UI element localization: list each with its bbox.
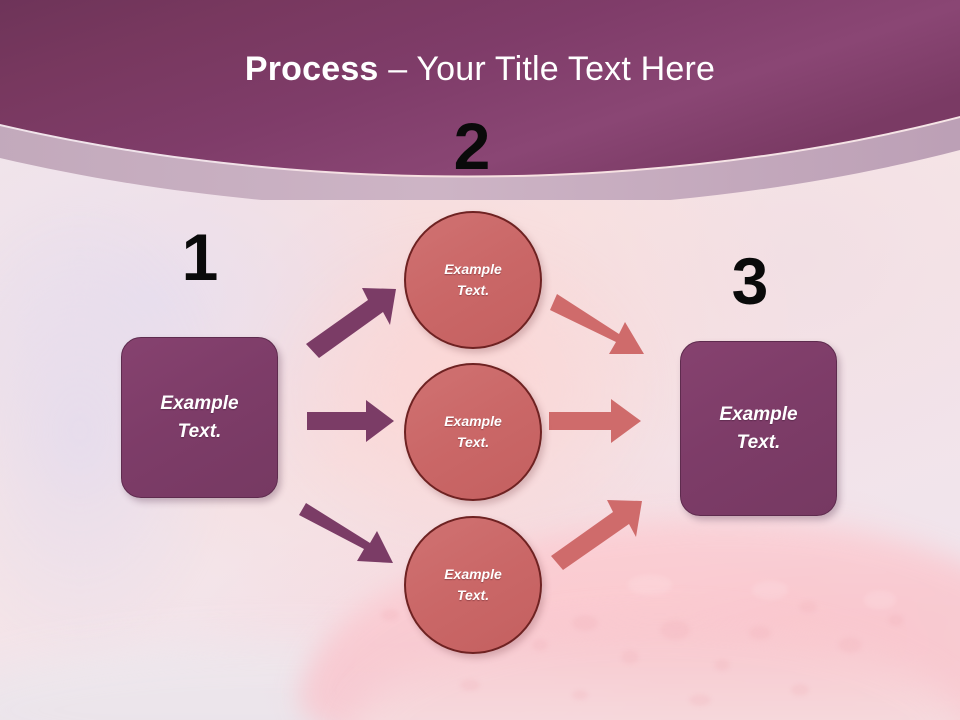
step-2-circle-top-line-1: Example [444, 261, 502, 277]
step-2-circle-bottom[interactable]: Example Text. [404, 516, 542, 654]
step-number-3: 3 [731, 244, 769, 318]
step-2-circle-middle-line-1: Example [444, 413, 502, 429]
step-2-circle-middle-line-2: Text. [456, 434, 490, 450]
page-title: Process – Your Title Text Here [0, 50, 960, 89]
page-title-light: Your Title Text Here [416, 50, 716, 88]
page-title-bold: Process [244, 50, 379, 88]
step-2-circle-top[interactable]: Example Text. [404, 211, 542, 349]
page-title-sep: – [378, 50, 417, 88]
step-3-box[interactable]: Example Text. [680, 341, 837, 516]
step-3-box-line-2: Text. [736, 431, 781, 453]
header-band [0, 0, 960, 200]
step-1-box-line-2: Text. [177, 420, 222, 442]
step-3-box-line-1: Example [719, 403, 798, 425]
step-2-circle-bottom-line-2: Text. [456, 587, 490, 603]
step-1-box-line-1: Example [160, 392, 239, 414]
step-2-circle-top-line-2: Text. [456, 282, 490, 298]
step-2-circle-bottom-line-1: Example [444, 566, 502, 582]
step-2-circle-middle[interactable]: Example Text. [404, 363, 542, 501]
step-number-1: 1 [181, 220, 219, 294]
step-1-box[interactable]: Example Text. [121, 337, 278, 498]
step-number-2: 2 [453, 109, 491, 183]
